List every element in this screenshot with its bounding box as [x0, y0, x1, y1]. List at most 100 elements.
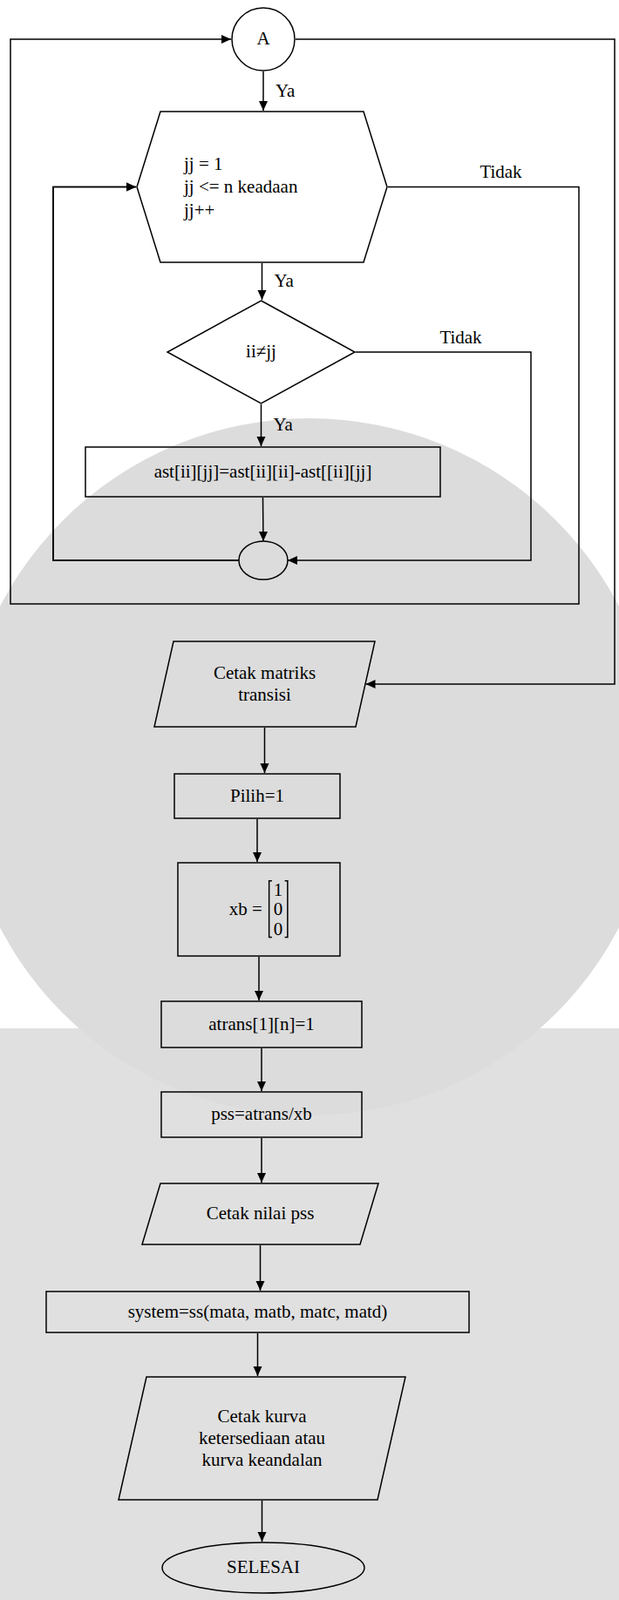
node-text: Cetak kurva ketersediaan atau kurva kean… [179, 1406, 346, 1473]
node-text-group: atrans[1][n]=1 [208, 1013, 314, 1036]
edge-label: Ya [274, 270, 294, 293]
decision-diamond: ii≠jj [166, 299, 356, 405]
outline [161, 1001, 362, 1048]
arrowhead [366, 680, 376, 689]
flow-connector [254, 957, 264, 1001]
node-text-group: SELESAI [226, 1557, 300, 1579]
process-box: ast[ii][jj]=ast[ii][ii]-ast[[ii][jj] [84, 446, 442, 498]
node-text-group: system=ss(mata, matb, matc, matd) [128, 1301, 388, 1324]
node-text: ast[ii][jj]=ast[ii][ii]-ast[[ii][jj] [154, 461, 373, 483]
node-text: jj++ [183, 198, 298, 222]
flow-connector [257, 1048, 266, 1092]
flow-connector [258, 71, 268, 111]
flow-connector [258, 263, 267, 300]
flow-connector [53, 183, 531, 566]
flow-connector [252, 819, 262, 863]
flow-connector [53, 183, 268, 562]
flow-connector [295, 39, 615, 689]
outline [167, 300, 355, 404]
node-text-group: jj = 1jj <= n keadaanjj++ [183, 152, 298, 222]
node-text-group: xb =100 [229, 880, 290, 939]
arrowhead [258, 1532, 267, 1543]
flow-connector [256, 1245, 266, 1292]
arrowhead [126, 183, 137, 192]
node-text: jj <= n keadaan [183, 175, 298, 198]
node-text: xb = [229, 898, 263, 921]
flow-connector [258, 1501, 267, 1543]
node-text-group: pss=atrans/xb [210, 1103, 313, 1126]
arrowhead [221, 34, 232, 44]
matrix-entry: 0 [273, 919, 284, 939]
arrowhead [258, 101, 268, 111]
outline [46, 1292, 470, 1334]
flow-connector [257, 404, 266, 447]
node-text: SELESAI [226, 1557, 300, 1579]
arrowhead [253, 1367, 263, 1377]
process-box: xb =100 [176, 862, 341, 958]
connector-line [10, 39, 579, 605]
node-text-group: ast[ii][jj]=ast[ii][ii]-ast[[ii][jj] [154, 461, 373, 483]
node-text: jj = 1 [183, 152, 298, 176]
outline [231, 7, 295, 71]
arrowhead [258, 531, 268, 542]
arrowhead [257, 1081, 266, 1092]
outline [154, 641, 375, 728]
process-box: pss=atrans/xb [160, 1091, 363, 1139]
loop-hexagon: jj = 1jj <= n keadaanjj++ [136, 110, 388, 264]
matrix-entry: 0 [273, 899, 284, 919]
arrowhead [254, 991, 264, 1001]
node-text: ii≠jj [245, 340, 277, 363]
arrowhead [252, 852, 262, 863]
node-text: A [256, 27, 270, 50]
outline [161, 1092, 362, 1138]
bracket-line [268, 881, 287, 939]
matrix-entry: 1 [273, 880, 284, 900]
node-text-group: Cetak kurva ketersediaan atau kurva kean… [179, 1406, 346, 1473]
arrowhead [126, 183, 137, 192]
connector-line [295, 39, 615, 685]
node-text: pss=atrans/xb [210, 1103, 313, 1126]
node-text-group: Cetak matriks transisi [192, 662, 337, 707]
node-text-group: Pilih=1 [230, 785, 285, 808]
arrowhead [287, 556, 298, 565]
arrowhead [260, 763, 270, 774]
terminal-ellipse: SELESAI [161, 1542, 366, 1595]
node-text: system=ss(mata, matb, matc, matd) [128, 1301, 388, 1324]
node-text-group: ii≠jj [245, 340, 277, 363]
process-box: Pilih=1 [173, 773, 341, 820]
arrowhead [258, 290, 267, 300]
flow-connector [257, 1138, 266, 1184]
connector-line [53, 187, 264, 562]
connector-line [53, 187, 531, 562]
connector-circle: A [231, 6, 296, 72]
matrix: 100 [267, 880, 290, 939]
edge-label: Ya [273, 414, 293, 436]
node-text: Cetak matriks transisi [192, 662, 337, 707]
watermark-disc [0, 418, 619, 1116]
output-parallelogram: Cetak nilai pss [141, 1183, 380, 1246]
node-text-group: A [256, 27, 270, 50]
arrowhead [257, 436, 266, 447]
edge-label: Ya [275, 80, 295, 103]
arrowhead [256, 1281, 266, 1292]
process-box: system=ss(mata, matb, matc, matd) [45, 1291, 470, 1334]
outline [162, 1543, 365, 1594]
output-parallelogram: Cetak matriks transisi [153, 640, 376, 728]
outline [136, 111, 388, 263]
flow-connector [260, 727, 270, 774]
node-text: Pilih=1 [230, 785, 285, 808]
process-box: atrans[1][n]=1 [160, 1000, 363, 1049]
outline [177, 863, 341, 957]
outline [174, 774, 341, 819]
outline [118, 1377, 406, 1501]
watermark-ground [0, 1028, 619, 1600]
edge-label: Tidak [439, 326, 482, 349]
outline [85, 447, 441, 497]
outline [142, 1183, 379, 1245]
flow-connector [10, 34, 579, 605]
arrowhead [257, 1173, 266, 1184]
node-text: atrans[1][n]=1 [208, 1013, 314, 1036]
